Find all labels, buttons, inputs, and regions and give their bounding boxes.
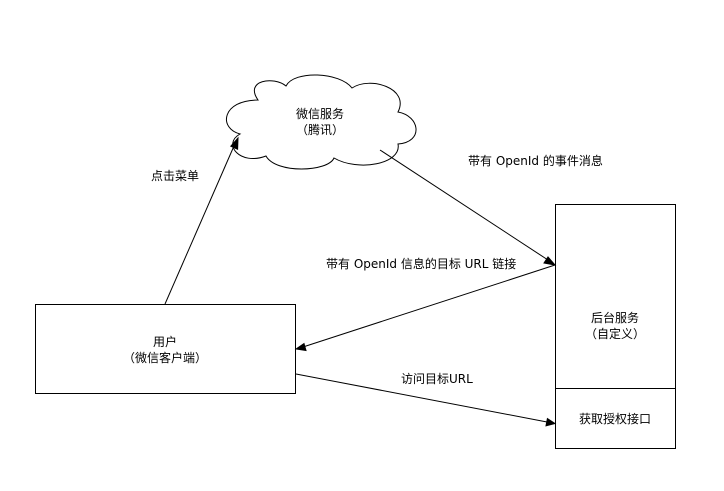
user-node: 用户 （微信客户端） [35, 304, 296, 394]
wechat-service-node: 微信服务 （腾讯） [225, 74, 417, 170]
edge-visit-target-url: 访问目标URL [295, 372, 557, 427]
user-subtitle: （微信客户端） [123, 350, 207, 365]
user-title: 用户 [153, 334, 177, 349]
edge-target-url-link-arrowhead [294, 342, 307, 352]
edge-click-menu-label: 点击菜单 [151, 169, 199, 183]
wechat-service-title: 微信服务 [296, 106, 344, 121]
auth-api-node: 获取授权接口 [555, 388, 676, 449]
edge-visit-target-url-arrowhead [545, 417, 557, 427]
edge-event-message: 带有 OpenId 的事件消息 [379, 149, 603, 266]
backend-subtitle: （自定义） [585, 326, 645, 341]
backend-title: 后台服务 [591, 310, 639, 325]
user-box [35, 304, 296, 394]
edge-event-message-line [379, 149, 549, 261]
backend-box [555, 204, 676, 389]
edge-target-url-link: 带有 OpenId 信息的目标 URL 链接 [294, 256, 556, 352]
wechat-service-subtitle: （腾讯） [296, 122, 344, 137]
edge-target-url-link-label: 带有 OpenId 信息的目标 URL 链接 [326, 256, 516, 271]
edge-click-menu-line [164, 145, 235, 305]
edge-target-url-link-line [302, 264, 556, 348]
edge-event-message-label: 带有 OpenId 的事件消息 [468, 153, 603, 168]
edge-visit-target-url-line [295, 373, 548, 423]
auth-api-label: 获取授权接口 [579, 411, 651, 426]
edge-event-message-arrowhead [543, 256, 557, 266]
edge-visit-target-url-label: 访问目标URL [401, 372, 473, 386]
edge-click-menu-arrowhead [229, 136, 239, 150]
backend-node: 后台服务 （自定义） [555, 204, 676, 389]
auth-api-box [555, 388, 676, 449]
edge-click-menu: 点击菜单 [151, 136, 239, 305]
